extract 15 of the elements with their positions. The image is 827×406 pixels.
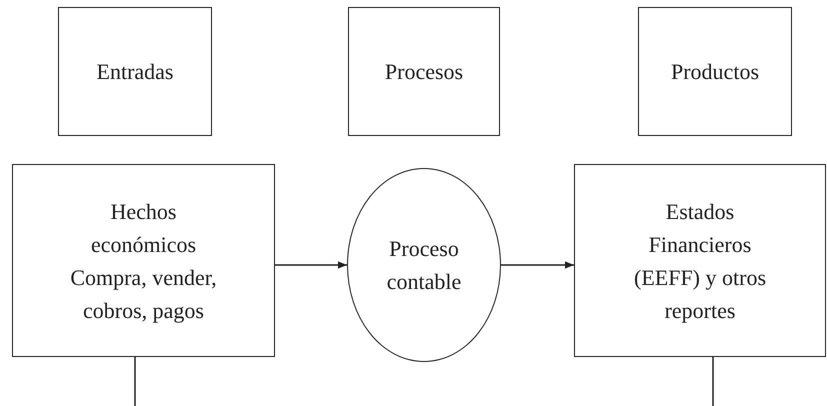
connector-line [134, 357, 136, 406]
node-label: Entradas [96, 58, 174, 86]
process-box [348, 7, 500, 136]
node-label: Proceso contable [386, 235, 462, 296]
node-label: Hechos económicos Compra, vender, cobros, pagos [69, 198, 218, 325]
process-box [58, 7, 212, 136]
process-box [638, 7, 792, 136]
arrow [501, 261, 574, 269]
process-box [574, 164, 826, 357]
connector-line [712, 357, 714, 406]
node-label: Estados Financieros (EEFF) y otros reportes [633, 198, 767, 325]
process-box [12, 164, 275, 357]
node-label: Productos [670, 58, 760, 86]
node-label: Procesos [384, 58, 464, 86]
arrow [275, 261, 347, 269]
